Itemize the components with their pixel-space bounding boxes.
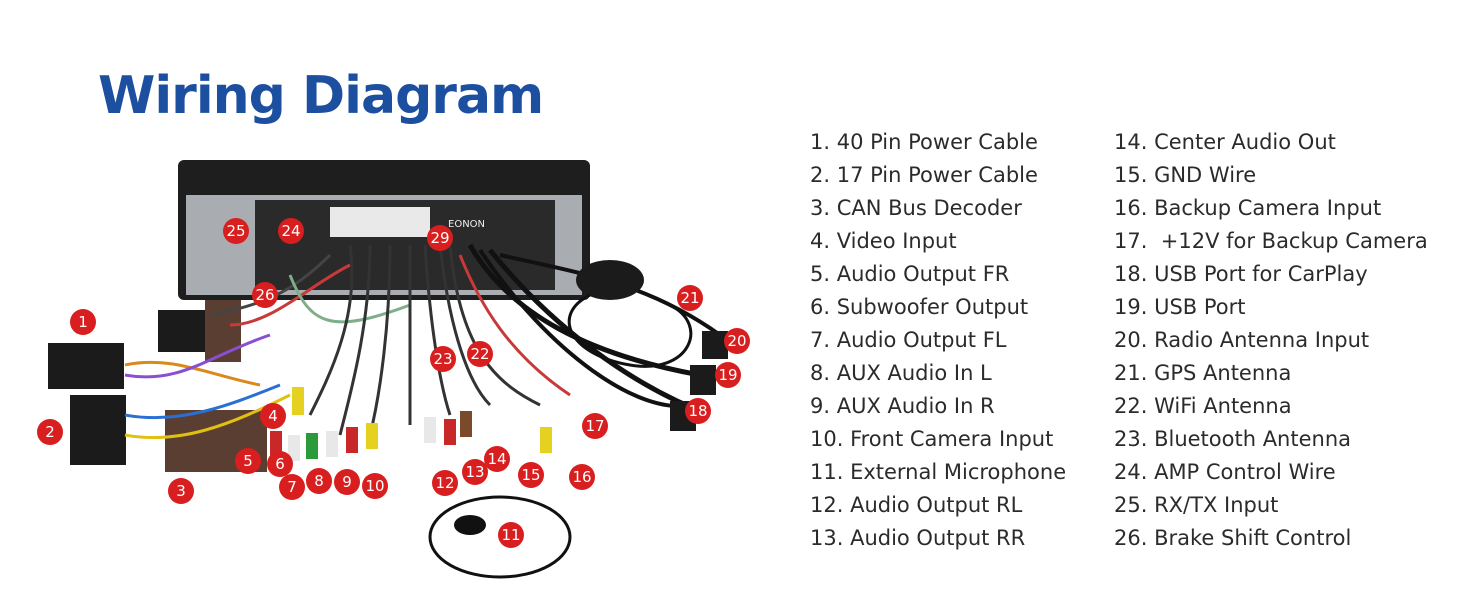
legend-item: 2. 17 Pin Power Cable	[810, 163, 1038, 187]
callout-badge: 15	[518, 462, 544, 488]
callout-badge: 23	[430, 346, 456, 372]
callout-badge: 22	[467, 341, 493, 367]
callout-badge: 7	[279, 474, 305, 500]
legend-item: 4. Video Input	[810, 229, 957, 253]
callout-badge: 10	[362, 473, 388, 499]
callout-badge: 18	[685, 398, 711, 424]
legend-item: 16. Backup Camera Input	[1114, 196, 1382, 220]
legend-item: 1. 40 Pin Power Cable	[810, 130, 1038, 154]
legend-item: 10. Front Camera Input	[810, 427, 1054, 451]
legend-item: 22. WiFi Antenna	[1114, 394, 1292, 418]
legend-item: 13. Audio Output RR	[810, 526, 1026, 550]
callout-badge: 11	[498, 522, 524, 548]
legend-item: 11. External Microphone	[810, 460, 1067, 484]
microphone-cable	[428, 495, 572, 579]
legend-item: 19. USB Port	[1114, 295, 1246, 319]
callout-badge: 4	[260, 403, 286, 429]
callout-badge: 25	[223, 218, 249, 244]
callout-badge: 26	[252, 282, 278, 308]
legend-item: 9. AUX Audio In R	[810, 394, 995, 418]
legend-item: 6. Subwoofer Output	[810, 295, 1029, 319]
legend-item: 17. +12V for Backup Camera	[1114, 229, 1428, 253]
callout-badge: 21	[677, 285, 703, 311]
legend-item: 20. Radio Antenna Input	[1114, 328, 1370, 352]
callout-badge: 6	[267, 451, 293, 477]
legend-column-right: 14. Center Audio Out 15. GND Wire 16. Ba…	[1114, 128, 1428, 557]
callout-badge: 12	[432, 470, 458, 496]
callout-badge: 5	[235, 448, 261, 474]
callout-badge: 16	[569, 464, 595, 490]
callout-badge: 8	[306, 468, 332, 494]
legend-item: 12. Audio Output RL	[810, 493, 1023, 517]
callout-badge: 29	[427, 225, 453, 251]
legend-item: 5. Audio Output FR	[810, 262, 1010, 286]
legend-item: 15. GND Wire	[1114, 163, 1257, 187]
callout-badge: 14	[484, 446, 510, 472]
legend-item: 24. AMP Control Wire	[1114, 460, 1336, 484]
callout-badge: 1	[70, 309, 96, 335]
callout-badge: 19	[715, 362, 741, 388]
connector-40pin	[48, 343, 124, 389]
legend-item: 18. USB Port for CarPlay	[1114, 262, 1368, 286]
connector-block	[330, 207, 430, 237]
connector-17pin	[70, 395, 126, 465]
legend-item: 7. Audio Output FL	[810, 328, 1007, 352]
rca-plugs	[270, 387, 552, 461]
legend-item: 8. AUX Audio In L	[810, 361, 992, 385]
callout-badge: 24	[278, 218, 304, 244]
callout-badge: 17	[582, 413, 608, 439]
legend-column-left: 1. 40 Pin Power Cable 2. 17 Pin Power Ca…	[810, 128, 1066, 557]
gps-antenna	[576, 260, 644, 300]
brand-label: EONON	[448, 219, 485, 230]
legend-item: 3. CAN Bus Decoder	[810, 196, 1022, 220]
legend-item: 25. RX/TX Input	[1114, 493, 1279, 517]
callout-badge: 13	[462, 459, 488, 485]
callout-badge: 2	[37, 419, 63, 445]
legend-item: 23. Bluetooth Antenna	[1114, 427, 1352, 451]
wiring-photo: EONON	[48, 160, 728, 579]
microphone	[454, 515, 486, 535]
callout-badge: 20	[724, 328, 750, 354]
legend-item: 14. Center Audio Out	[1114, 130, 1336, 154]
legend-item: 21. GPS Antenna	[1114, 361, 1292, 385]
page-title: Wiring Diagram	[98, 66, 544, 126]
callout-badge: 9	[334, 469, 360, 495]
callout-badge: 3	[168, 478, 194, 504]
legend-item: 26. Brake Shift Control	[1114, 526, 1352, 550]
